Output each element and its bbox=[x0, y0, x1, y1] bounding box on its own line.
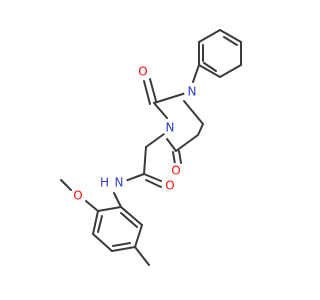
bond bbox=[134, 246, 150, 266]
bond bbox=[111, 246, 136, 252]
molecule-structure: O N N O O N H O bbox=[60, 29, 242, 266]
bond bbox=[120, 206, 143, 226]
bond bbox=[192, 64, 200, 83]
bond bbox=[153, 92, 187, 104]
bond bbox=[166, 138, 177, 152]
bond bbox=[175, 134, 199, 152]
bond bbox=[219, 29, 242, 43]
bond bbox=[153, 102, 168, 119]
bond bbox=[120, 212, 138, 228]
bond bbox=[203, 62, 217, 72]
atom-o-amide: O bbox=[165, 179, 174, 193]
bond bbox=[198, 29, 221, 43]
atom-o-top: O bbox=[138, 65, 147, 79]
atom-labels: O N N O O N H O bbox=[70, 64, 200, 204]
atom-n-ring: N bbox=[166, 121, 175, 135]
bond bbox=[198, 64, 221, 78]
bond bbox=[85, 200, 99, 212]
bond bbox=[197, 123, 204, 136]
bond bbox=[178, 150, 182, 164]
bond bbox=[143, 80, 151, 105]
bond bbox=[223, 36, 238, 46]
atom-h-amide: H bbox=[100, 176, 109, 190]
bond bbox=[145, 133, 165, 148]
bond bbox=[145, 179, 162, 188]
bond bbox=[172, 151, 176, 165]
bond bbox=[97, 206, 122, 212]
bond bbox=[143, 173, 162, 182]
bond bbox=[92, 233, 113, 252]
bond bbox=[183, 100, 204, 125]
atom-o-methoxy: O bbox=[73, 189, 82, 203]
bonds bbox=[60, 29, 242, 266]
bond bbox=[112, 242, 131, 247]
atom-o-ring: O bbox=[171, 164, 180, 178]
bond bbox=[219, 64, 242, 78]
bond bbox=[92, 210, 99, 235]
bond bbox=[149, 78, 157, 102]
bond bbox=[97, 215, 103, 233]
bond bbox=[143, 146, 147, 175]
bond bbox=[124, 173, 145, 182]
bond bbox=[113, 192, 122, 208]
atom-n-amide: N bbox=[115, 176, 124, 190]
bond bbox=[60, 179, 72, 191]
bond bbox=[134, 224, 143, 248]
atom-n-phenyl: N bbox=[188, 85, 197, 99]
